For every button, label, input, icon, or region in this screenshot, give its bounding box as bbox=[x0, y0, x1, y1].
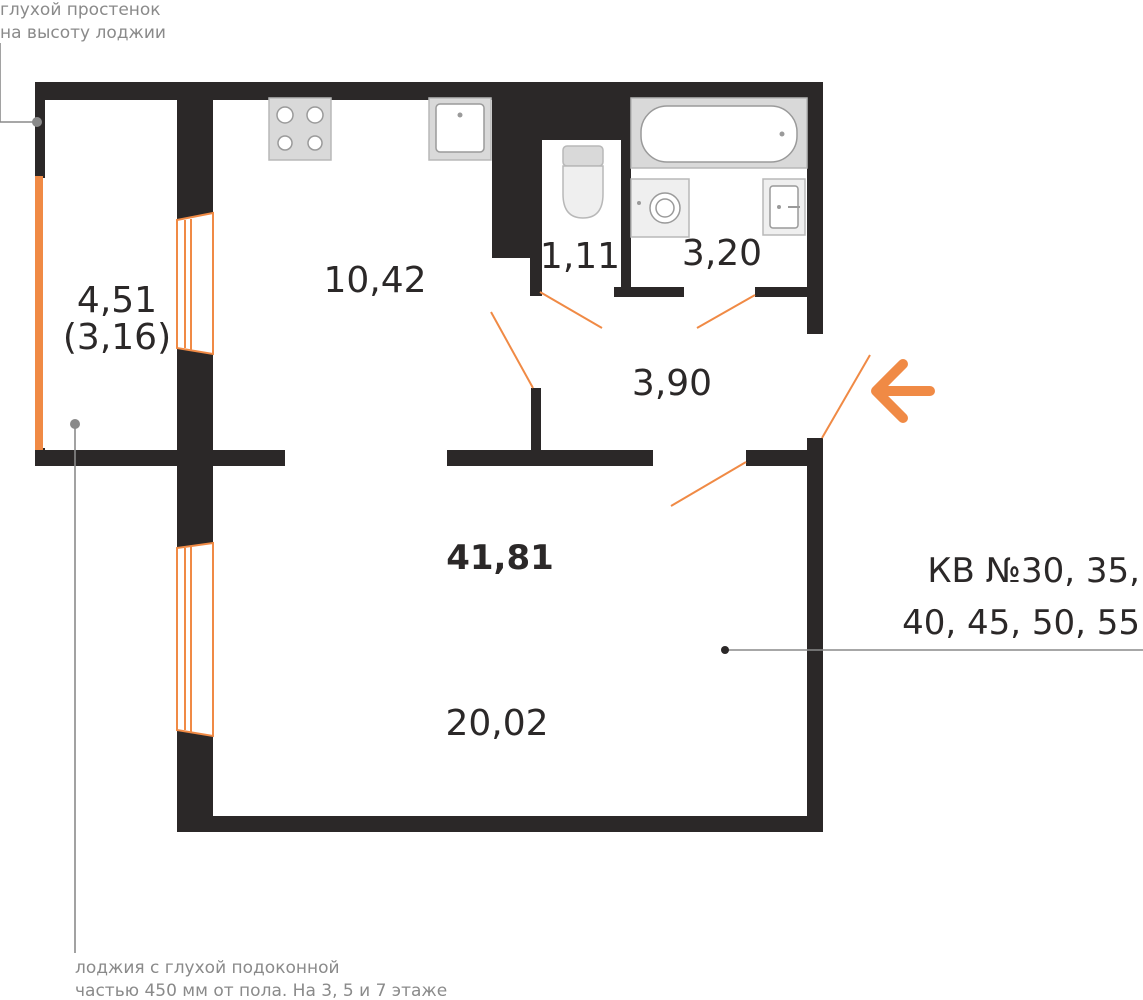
wall-right-upper bbox=[807, 82, 823, 334]
door-bathroom bbox=[696, 294, 756, 329]
doors bbox=[490, 291, 871, 507]
note-bottom-line1: лоджия с глухой подоконной bbox=[75, 958, 340, 978]
washing-machine-icon bbox=[630, 178, 690, 238]
bathroom-area: 3,20 bbox=[682, 233, 762, 274]
wall-bottom bbox=[177, 816, 823, 832]
toilet-icon bbox=[562, 145, 604, 219]
door-toilet bbox=[539, 291, 603, 329]
wall-toilet-right bbox=[621, 98, 631, 296]
walls bbox=[35, 82, 823, 832]
total-area: 41,81 bbox=[446, 538, 554, 578]
wall-right-lower bbox=[807, 438, 823, 832]
wall-bath-bottom-left bbox=[614, 287, 684, 297]
wall-interior-left bbox=[447, 450, 653, 466]
note-top-line2: на высоту лоджии bbox=[0, 23, 166, 43]
leader-top bbox=[0, 43, 37, 123]
door-living bbox=[670, 461, 747, 507]
loggia-glazing bbox=[35, 176, 43, 450]
sink-icon bbox=[428, 97, 492, 161]
washbasin-icon bbox=[762, 178, 806, 236]
kitchen-window bbox=[176, 211, 214, 356]
apartment-numbers-line1: КВ №30, 35, bbox=[927, 551, 1140, 591]
apartment-numbers-line2: 40, 45, 50, 55 bbox=[902, 603, 1140, 643]
loggia-area-reduced: (3,16) bbox=[63, 317, 171, 358]
hall-area: 3,90 bbox=[632, 363, 712, 404]
windows bbox=[35, 176, 214, 738]
entrance-arrow-icon bbox=[871, 359, 935, 423]
wall-outer-2 bbox=[177, 348, 213, 548]
wall-toilet-left bbox=[530, 98, 542, 296]
toilet-area: 1,11 bbox=[540, 236, 620, 277]
leaders bbox=[0, 43, 1143, 953]
shaft-top bbox=[492, 98, 622, 140]
kitchen-area: 10,42 bbox=[323, 260, 426, 301]
wall-loggia-left bbox=[35, 82, 45, 178]
note-bottom-line2: частью 450 мм от пола. На 3, 5 и 7 этаже bbox=[75, 981, 447, 1000]
wall-interior-right bbox=[746, 450, 823, 466]
wall-bath-bottom-right bbox=[755, 287, 823, 297]
door-entrance bbox=[821, 354, 871, 439]
door-kitchen bbox=[490, 311, 534, 389]
living-window bbox=[176, 541, 214, 738]
bathtub-icon bbox=[630, 97, 808, 169]
living-area: 20,02 bbox=[445, 703, 548, 744]
wall-outer-1 bbox=[177, 82, 213, 220]
wall-interior-stub bbox=[531, 388, 541, 466]
wall-top bbox=[35, 82, 823, 100]
loggia-area: 4,51 bbox=[77, 280, 157, 321]
wall-loggia-bottom bbox=[35, 450, 285, 466]
wall-outer-3 bbox=[177, 730, 213, 832]
note-top-line1: глухой простенок bbox=[0, 0, 161, 20]
fixtures bbox=[268, 97, 808, 238]
stove-icon bbox=[268, 97, 332, 161]
